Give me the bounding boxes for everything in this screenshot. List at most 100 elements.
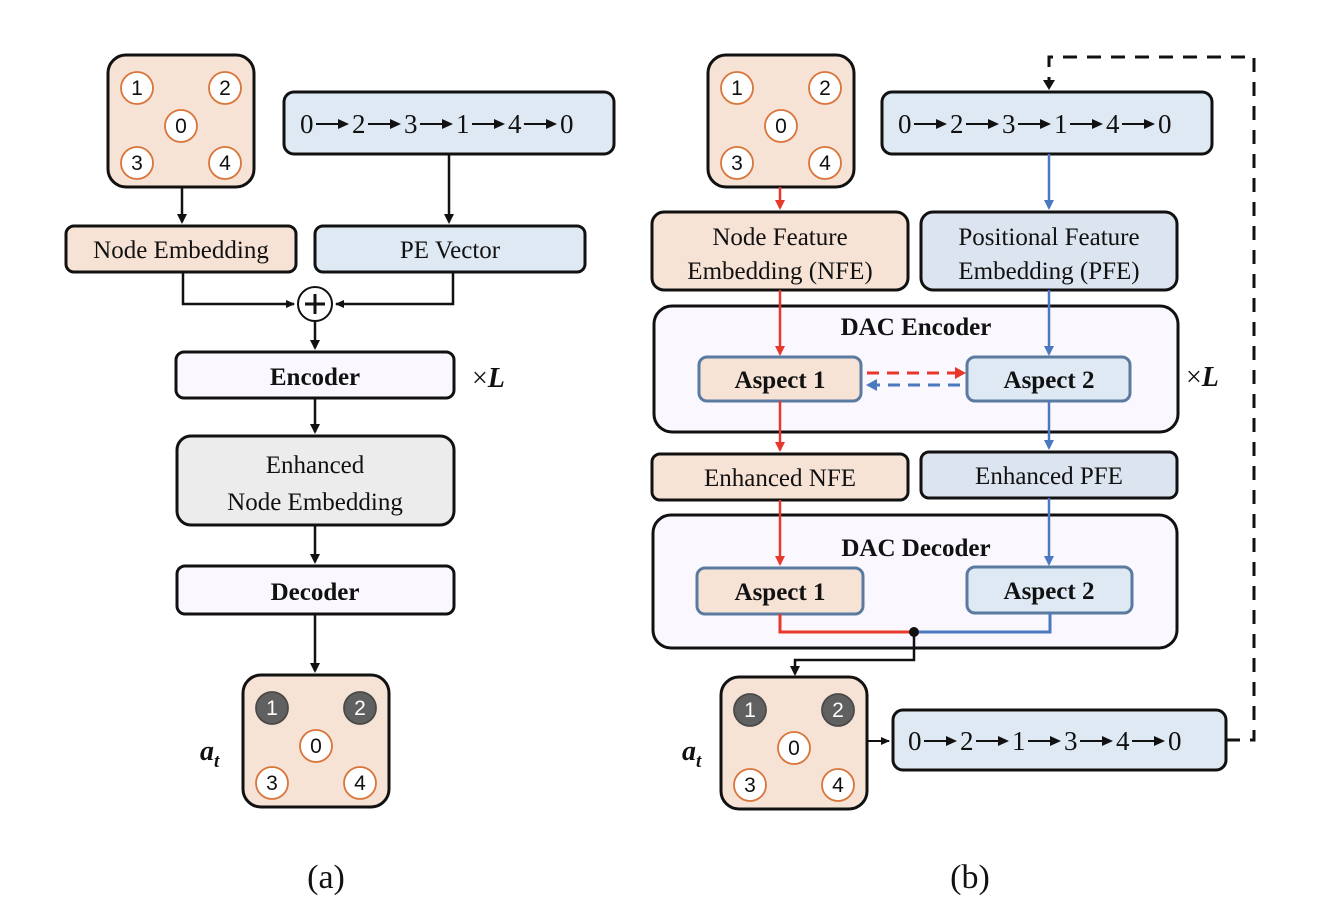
graph-node: 1 (120, 71, 154, 105)
route-node: 3 (1002, 109, 1016, 139)
encoder-aspect2-box: Aspect 2 (965, 355, 1132, 403)
graph-node-label: 0 (788, 737, 800, 760)
action-graph-a: 1 2 0 3 4 (241, 673, 391, 809)
graph-node: 2 (808, 71, 842, 105)
graph-node-label: 1 (731, 77, 743, 100)
repeat-label-b: ×L (1186, 362, 1219, 393)
caption-b: (b) (950, 859, 990, 896)
graph-node-label: 3 (266, 772, 278, 795)
pfe-label-line1: Positional Feature (958, 224, 1139, 251)
graph-node: 2 (821, 693, 855, 727)
graph-node-label: 4 (354, 772, 366, 795)
feedback-arrowhead (1043, 80, 1055, 90)
graph-instance-a: 1 20 3 4 (106, 53, 256, 189)
route-arrowhead (1092, 119, 1103, 129)
encoder-box: Encoder (174, 350, 456, 400)
graph-node: 4 (808, 146, 842, 180)
route-arrowhead (1050, 736, 1061, 746)
graph-node-label: 0 (175, 115, 187, 138)
graph-node-label: 4 (819, 152, 831, 175)
route-node: 4 (1106, 109, 1120, 139)
route-node: 1 (1054, 109, 1068, 139)
route-arrowhead (338, 119, 349, 129)
feedback-loop-arrow (1047, 55, 1256, 742)
route-arrowhead (546, 119, 557, 129)
enhanced-label-line2: Node Embedding (227, 489, 403, 516)
route-node: 4 (1116, 726, 1130, 756)
aspect2-label: Aspect 2 (1004, 578, 1095, 605)
route-node: 2 (950, 109, 964, 139)
graph-node: 1 (720, 71, 754, 105)
graph-node: 0 (299, 729, 333, 763)
repeat-label: ×L (472, 363, 505, 394)
route-arrowhead (988, 119, 999, 129)
route-node: 4 (508, 109, 522, 139)
nfe-label-line2: Embedding (NFE) (687, 258, 872, 285)
encoder-aspect1-box: Aspect 1 (697, 355, 863, 403)
route-node: 2 (352, 109, 366, 139)
node-embedding-box: Node Embedding (64, 224, 298, 274)
arrow (181, 272, 295, 308)
graph-node-label: 1 (266, 697, 278, 720)
graph-instance-b: 1 203 4 (706, 53, 856, 189)
aspect1-label: Aspect 1 (735, 579, 826, 606)
route-arrowhead (1040, 119, 1051, 129)
graph-node-label: 2 (354, 697, 366, 720)
action-label-b: at (682, 736, 702, 772)
caption-a: (a) (307, 859, 345, 896)
graph-node-label: 4 (832, 774, 844, 797)
graph-node: 4 (343, 766, 377, 800)
dac-encoder-label: DAC Encoder (841, 314, 992, 341)
pe-vector-label: PE Vector (400, 237, 501, 264)
route-arrowhead (442, 119, 453, 129)
enhanced-nfe-label: Enhanced NFE (704, 465, 856, 492)
route-node: 1 (1012, 726, 1026, 756)
graph-node: 0 (764, 109, 798, 143)
route-node: 0 (908, 726, 922, 756)
aspect2-output-line (914, 613, 1052, 634)
graph-node: 1 (255, 691, 289, 725)
graph-node: 1 (733, 693, 767, 727)
pe-vector-box: PE Vector (313, 224, 587, 274)
aspect1-output-line (778, 614, 914, 634)
graph-node-label: 3 (731, 152, 743, 175)
route-node: 0 (1168, 726, 1182, 756)
arrow (790, 632, 916, 676)
action-label-a: at (200, 736, 220, 772)
enhanced-pfe-box: Enhanced PFE (919, 450, 1179, 500)
route-node: 3 (1064, 726, 1078, 756)
route-arrowhead (946, 736, 957, 746)
decoder-aspect1-box: Aspect 1 (695, 566, 865, 616)
add-operator-icon (297, 286, 333, 322)
enhanced-nfe-box: Enhanced NFE (650, 452, 910, 502)
route-arrowhead (936, 119, 947, 129)
route-node: 1 (456, 109, 470, 139)
graph-node: 3 (733, 768, 767, 802)
graph-node-label: 2 (819, 77, 831, 100)
graph-node: 4 (821, 768, 855, 802)
enhanced-pfe-label: Enhanced PFE (975, 463, 1123, 490)
decoder-aspect2-box: Aspect 2 (965, 565, 1134, 615)
decoder-box: Decoder (175, 564, 456, 616)
graph-node-label: 0 (310, 735, 322, 758)
route-node: 2 (960, 726, 974, 756)
dac-decoder-label: DAC Decoder (841, 535, 990, 562)
graph-node: 4 (208, 146, 242, 180)
aspect1-label: Aspect 1 (735, 367, 826, 394)
route-node: 0 (898, 109, 912, 139)
graph-node: 2 (208, 71, 242, 105)
route-arrowhead (494, 119, 505, 129)
aspect2-label: Aspect 2 (1004, 367, 1095, 394)
graph-node-label: 2 (832, 699, 844, 722)
decoder-label: Decoder (271, 579, 360, 606)
graph-node-label: 3 (131, 152, 143, 175)
route-node: 3 (404, 109, 418, 139)
graph-node: 3 (720, 146, 754, 180)
route-arrowhead (1154, 736, 1165, 746)
graph-node: 3 (120, 146, 154, 180)
